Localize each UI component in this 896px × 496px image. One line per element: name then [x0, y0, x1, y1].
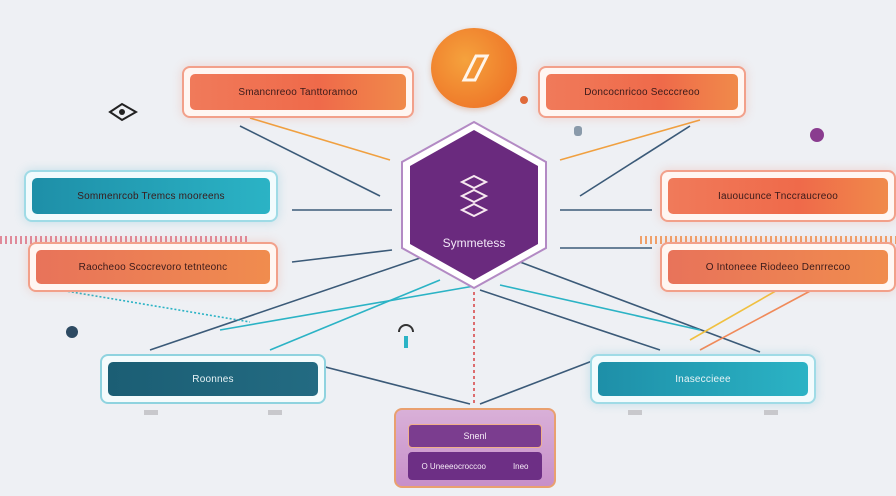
node-label: Doncocnricoo Secccreoo [546, 74, 738, 110]
connector-tick [268, 410, 282, 415]
bottom-panel-title: Snenl [408, 424, 542, 448]
wire [579, 125, 691, 197]
dot-decor [574, 126, 582, 136]
plug-icon [398, 324, 414, 348]
logo-icon [461, 54, 490, 82]
node-top-left[interactable]: Smancnreoo Tanttoramoo [182, 66, 414, 118]
node-label: Sommenrcob Tremcs mooreens [32, 178, 270, 214]
wire [149, 257, 421, 351]
wire [559, 119, 701, 161]
wire [249, 117, 391, 161]
bottom-panel-left-text: O Uneeeocroccoo [421, 461, 486, 471]
wire [519, 261, 761, 353]
connector-tick [628, 410, 642, 415]
logo-circle [431, 28, 517, 108]
node-lower-left[interactable]: Raocheoo Scocrevoro tetnteonc [28, 242, 278, 292]
node-label: Smancnreoo Tanttoramoo [190, 74, 406, 110]
node-label: Raocheoo Scocrevoro tetnteonc [36, 250, 270, 284]
node-top-right[interactable]: Doncocnricoo Secccreoo [538, 66, 746, 118]
node-bottom-left[interactable]: Roonnes [100, 354, 326, 404]
wire [499, 284, 701, 331]
node-lower-right[interactable]: O Intoneee Riodeeo Denrrecoo [660, 242, 896, 292]
dot-decor [810, 128, 824, 142]
connector-tick [144, 410, 158, 415]
node-stack-icon [459, 174, 489, 218]
node-mid-right[interactable]: Iauoucunce Tnccraucreoo [660, 170, 896, 222]
node-bottom-right[interactable]: Inaseccieee [590, 354, 816, 404]
node-mid-left[interactable]: Sommenrcob Tremcs mooreens [24, 170, 278, 222]
bottom-panel-row: O Uneeeocroccoo Ineo [408, 452, 542, 480]
wire [479, 357, 601, 405]
wire [269, 279, 441, 351]
node-label: Iauoucunce Tnccraucreoo [668, 178, 888, 214]
wire [239, 125, 381, 197]
node-label: O Intoneee Riodeeo Denrrecoo [668, 250, 888, 284]
wire [59, 289, 251, 323]
node-label: Roonnes [108, 362, 318, 396]
dot-decor [520, 96, 528, 104]
bottom-panel[interactable]: Snenl O Uneeeocroccoo Ineo [394, 408, 556, 488]
dot-decor [66, 326, 78, 338]
hub-label: Symmetess [442, 236, 506, 250]
connector-tick [764, 410, 778, 415]
eye-icon [108, 102, 138, 122]
hub-node[interactable]: Symmetess [400, 120, 548, 290]
wire [291, 249, 393, 263]
dashed-strip [0, 236, 250, 244]
dashed-strip [640, 236, 896, 244]
wire [219, 284, 481, 331]
node-label: Inaseccieee [598, 362, 808, 396]
wire [479, 289, 661, 351]
bottom-panel-right-text: Ineo [512, 461, 529, 471]
